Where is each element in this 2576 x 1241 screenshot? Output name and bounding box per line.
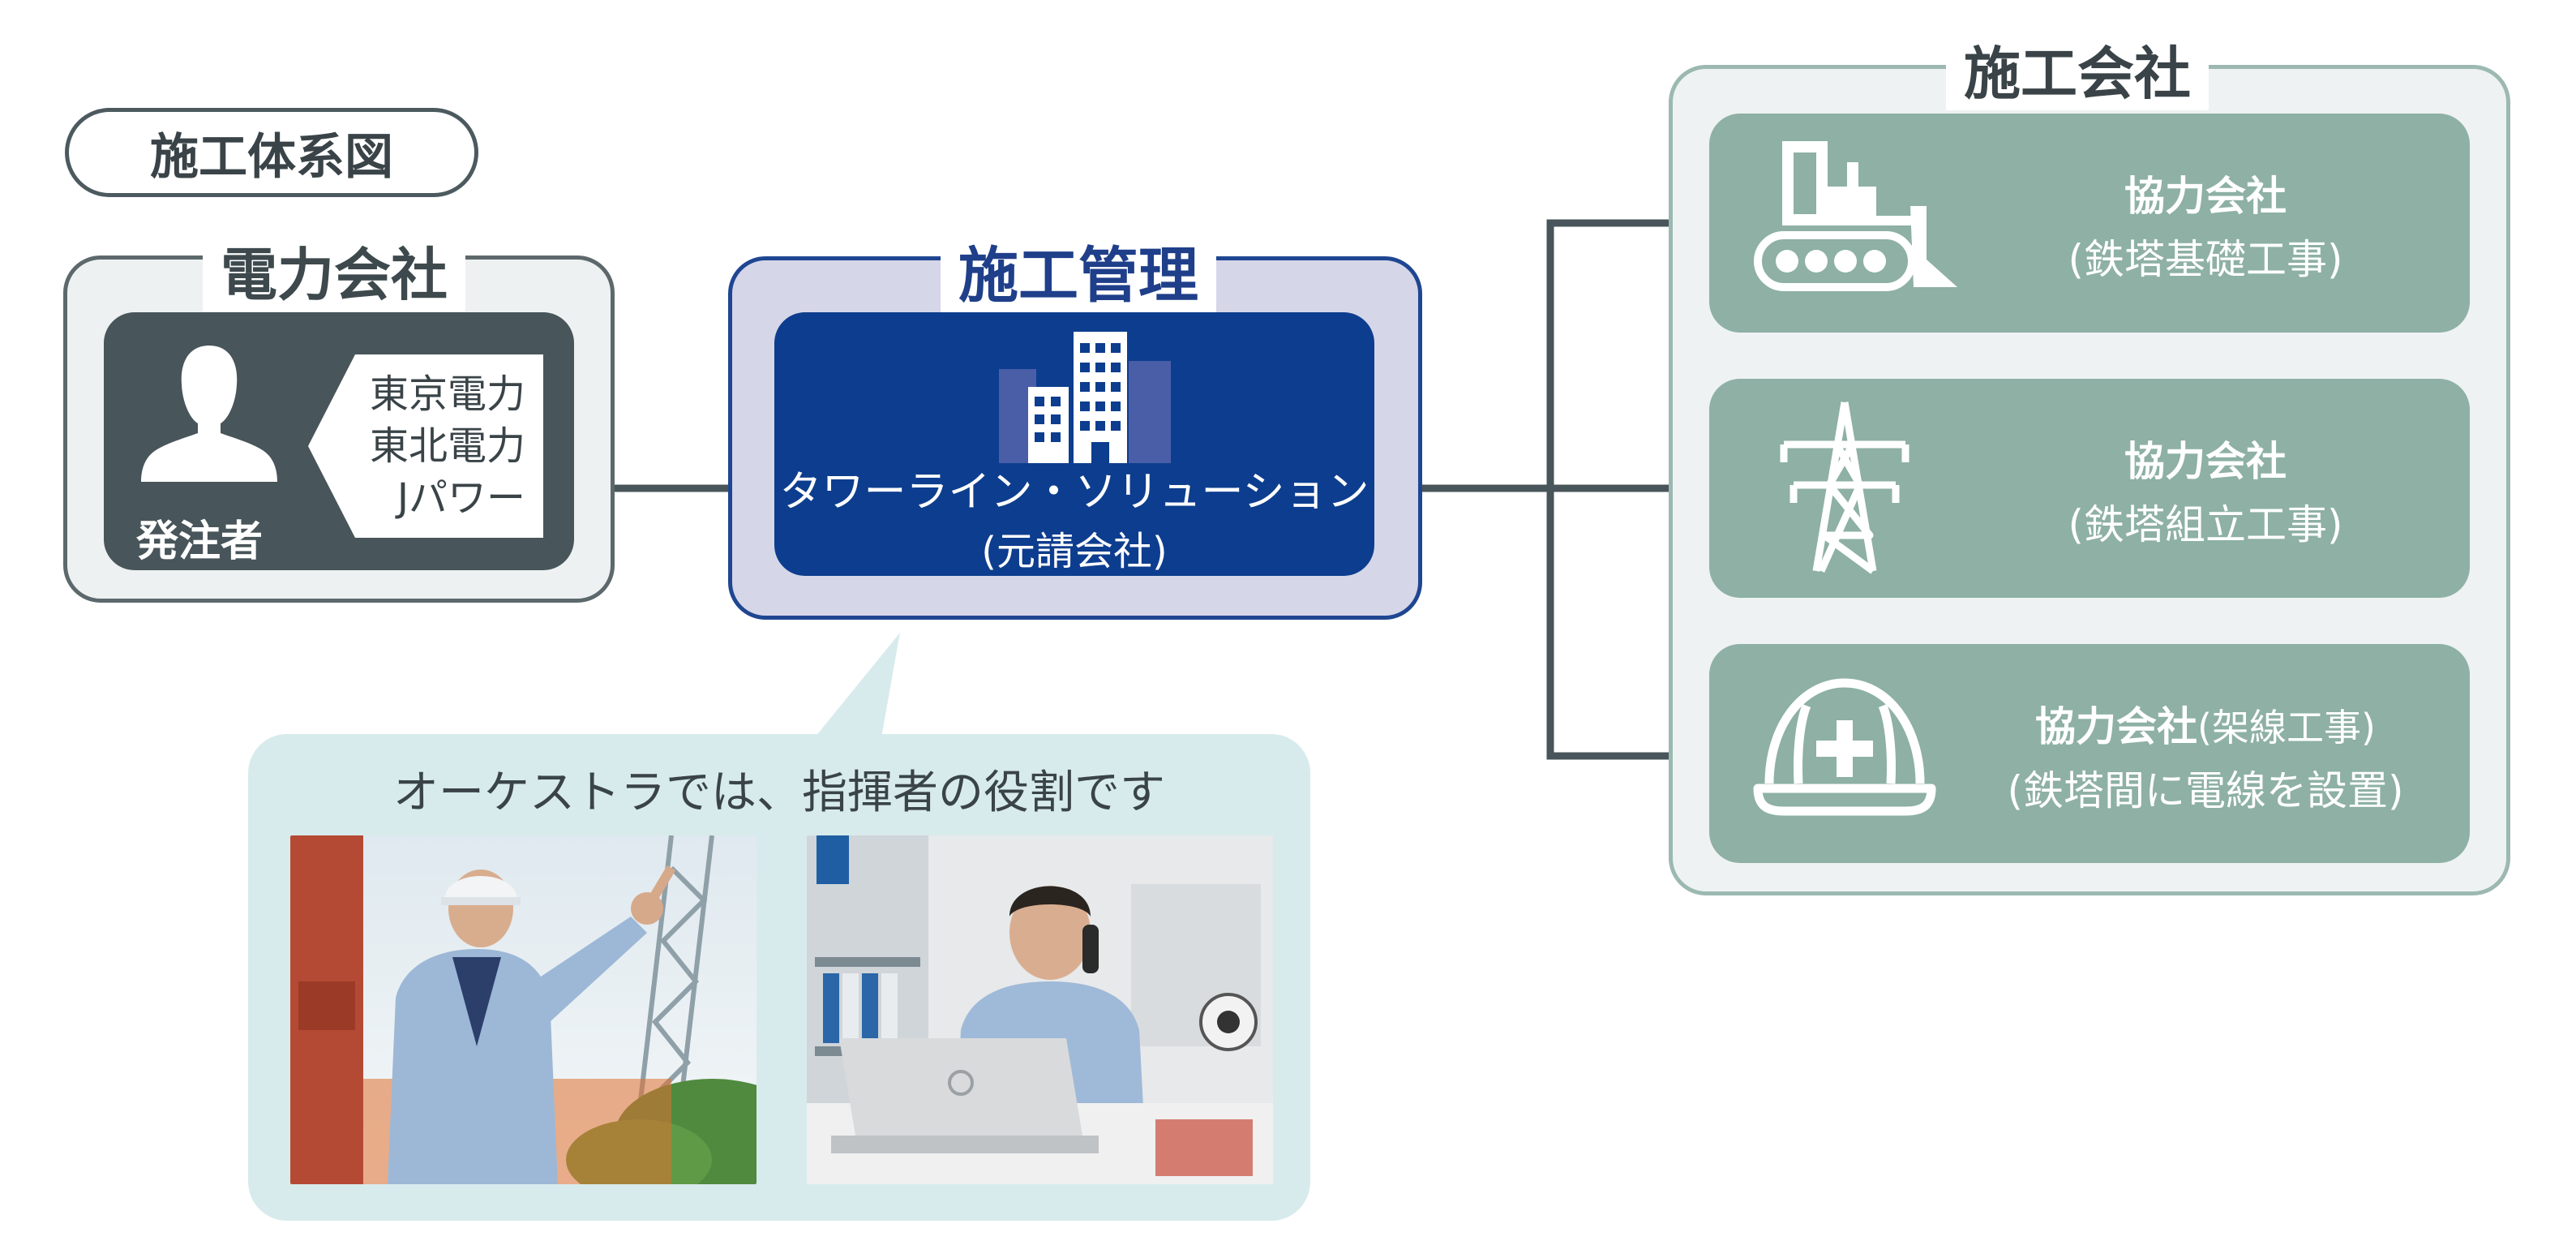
worker-pointing-photo (290, 835, 757, 1184)
client-company: Jパワー (396, 475, 525, 521)
management-title: 施工管理 (941, 227, 1216, 314)
partner-label: 協力会社 (鉄塔基礎工事) (1938, 165, 2473, 291)
client-company: 東京電力 (369, 371, 525, 417)
client-company: 東北電力 (369, 423, 525, 469)
office-worker-phone-photo (807, 835, 1273, 1184)
client-company-list: 東京電力 東北電力 Jパワー (308, 354, 543, 538)
partner-detail: (鉄塔組立工事) (2068, 501, 2343, 548)
partner-label: 協力会社(架線工事) (鉄塔間に電線を設置) (1938, 695, 2473, 822)
construction-title: 施工会社 (1946, 28, 2209, 110)
hard-hat-icon (1753, 678, 1936, 816)
power-company-title: 電力会社 (203, 230, 465, 311)
partner-name: 協力会社 (2124, 438, 2287, 485)
client-role-label: 発注者 (136, 517, 264, 566)
partner-label: 協力会社 (鉄塔組立工事) (1938, 430, 2473, 556)
prime-contractor-name: タワーライン・ソリューション (779, 468, 1369, 517)
partner-detail: (鉄塔間に電線を設置) (2007, 767, 2404, 814)
prime-contractor-role: (元請会社) (981, 529, 1168, 574)
partner-name-suffix: (架線工事) (2197, 706, 2376, 749)
partner-detail: (鉄塔基礎工事) (2068, 236, 2343, 283)
person-silhouette-icon (141, 346, 277, 482)
diagram-title: 施工体系図 (65, 108, 478, 197)
partner-name: 協力会社 (2035, 703, 2198, 750)
office-building-icon (999, 332, 1171, 463)
transmission-tower-icon (1780, 402, 1909, 574)
connector-partners-bracket (1546, 219, 1709, 760)
partner-name: 協力会社 (2124, 173, 2287, 220)
bulldozer-icon (1754, 141, 1957, 291)
orchestra-caption: オーケストラでは、指揮者の役割です (393, 766, 1165, 819)
